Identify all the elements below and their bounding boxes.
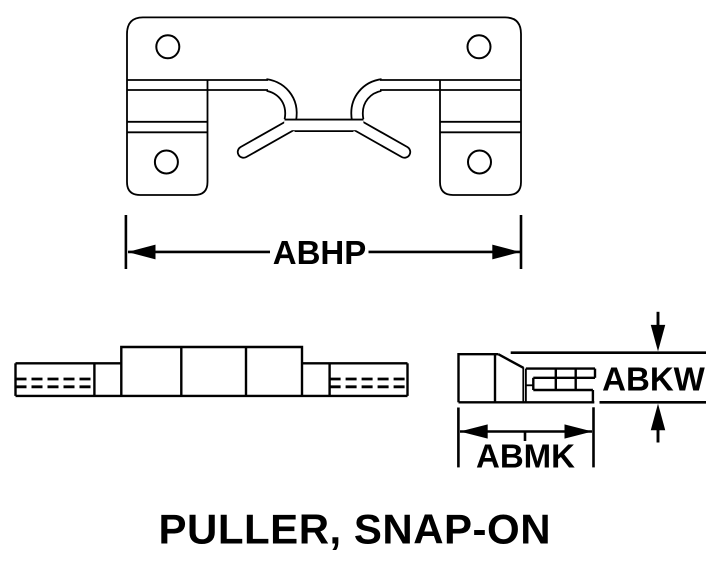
svg-text:ABKW: ABKW — [602, 360, 705, 397]
svg-text:PULLER, SNAP-ON: PULLER, SNAP-ON — [159, 506, 552, 553]
svg-text:ABHP: ABHP — [273, 234, 367, 271]
svg-text:ABMK: ABMK — [476, 438, 575, 475]
